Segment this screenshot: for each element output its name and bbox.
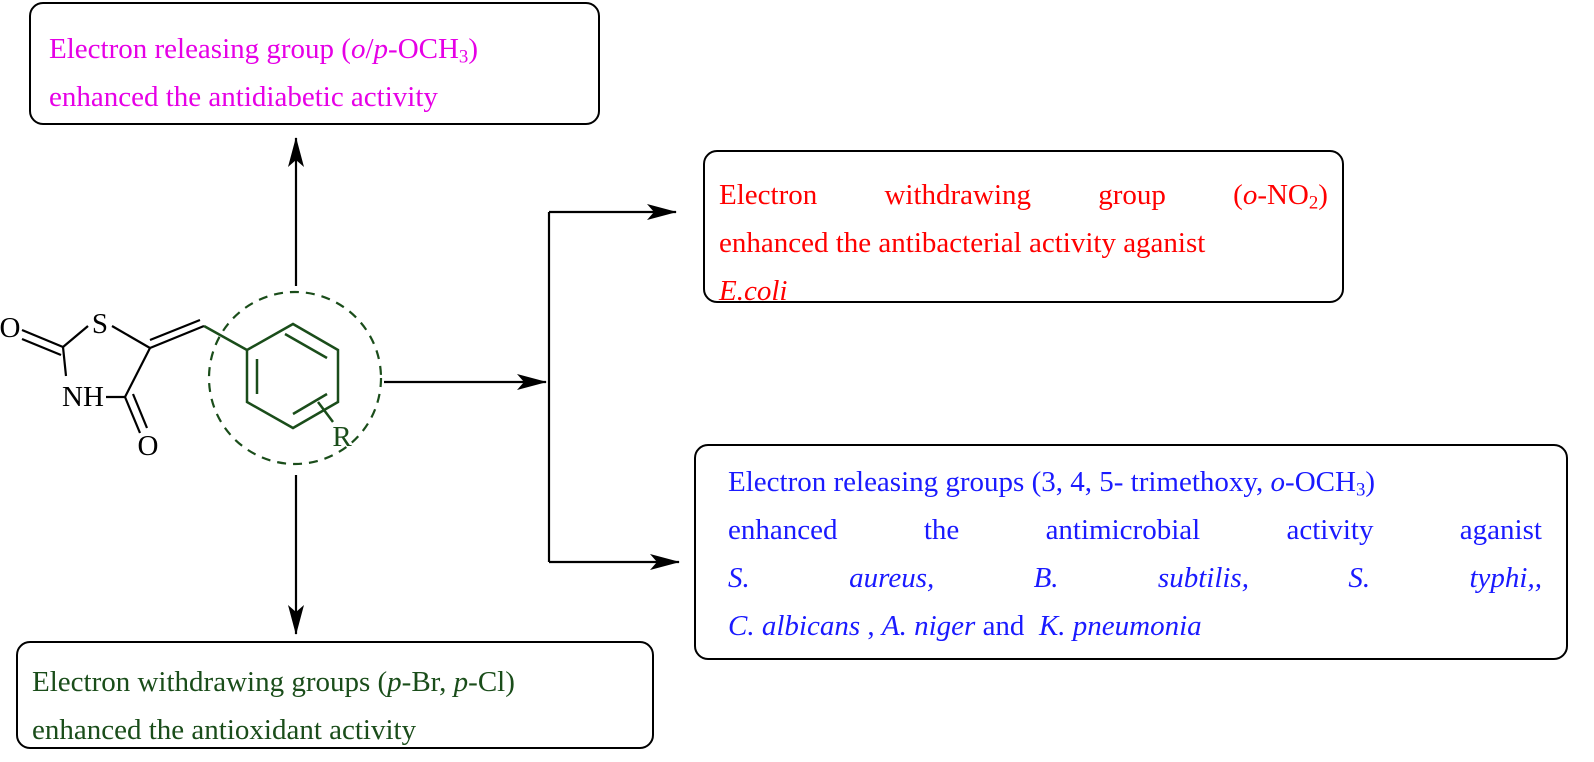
paren-close: ) xyxy=(1318,179,1328,211)
para-text: p xyxy=(453,666,469,698)
organism-k-pneumonia: K. pneumonia xyxy=(1038,610,1202,642)
br-text: -Br, xyxy=(401,666,454,698)
ortho-text: o xyxy=(1270,466,1286,498)
organism-word: B. xyxy=(1033,562,1059,594)
antimicrobial-line-2: enhanced the antimicrobial activity agan… xyxy=(728,506,1542,554)
antimicrobial-box: Electron releasing groups (3, 4, 5- trim… xyxy=(694,444,1568,660)
subscript-3: 3 xyxy=(458,46,469,68)
para-text: p xyxy=(387,666,402,698)
och-text: -OCH xyxy=(1285,466,1356,498)
word-electron: Electron xyxy=(719,179,818,211)
no-text: -NO xyxy=(1257,179,1309,211)
antioxidant-line-2: enhanced the antioxidant activity xyxy=(32,714,417,746)
para-text: p xyxy=(373,33,389,65)
organism-word: aureus, xyxy=(849,562,935,594)
ortho-text: o xyxy=(1242,179,1258,211)
antimicrobial-line-4: C. albicans , A. niger and K. pneumonia xyxy=(728,602,1542,650)
ring-inner-bond-2 xyxy=(292,392,328,416)
bond-c5-ch xyxy=(149,324,205,350)
antibacterial-line-2: enhanced the antibacterial activity agan… xyxy=(719,227,1206,259)
antibacterial-box: Electron withdrawing group (o-NO2) enhan… xyxy=(703,150,1344,307)
ortho-text: o xyxy=(350,33,366,65)
substituent-r-label: R xyxy=(332,421,352,453)
bond-c2-o-double xyxy=(21,337,62,357)
atom-o-bottom-label: O xyxy=(138,430,159,462)
antidiabetic-line-2: enhanced the antidiabetic activity xyxy=(49,81,438,113)
antimicrobial-line-1: Electron releasing groups (3, 4, 5- trim… xyxy=(728,458,1542,506)
benzene-ring xyxy=(245,322,340,430)
antibacterial-line-1: Electron withdrawing group (o-NO2) xyxy=(719,171,1328,219)
organism-a-niger: A. niger xyxy=(881,610,976,642)
bond-c2-s xyxy=(62,325,89,348)
organism-word: S. xyxy=(728,562,750,594)
subscript-2: 2 xyxy=(1308,192,1319,214)
antimicrobial-line-3: S. aureus, B. subtilis, S. typhi,, xyxy=(728,554,1542,602)
antioxidant-box: Electron withdrawing groups (p-Br, p-Cl)… xyxy=(16,641,654,749)
organism-word: S. xyxy=(1348,562,1371,594)
word-group: group xyxy=(1098,179,1166,211)
organism-word: subtilis, xyxy=(1157,562,1249,594)
antibacterial-line-3: E.coli xyxy=(719,275,788,307)
word-the: the xyxy=(923,514,960,546)
arrows xyxy=(288,137,680,635)
bond-s-c5 xyxy=(111,325,151,349)
bond-ring-r xyxy=(317,401,334,423)
word-enhanced: enhanced xyxy=(728,514,838,546)
atom-o-left-label: O xyxy=(0,312,20,344)
word-withdrawing: withdrawing xyxy=(884,179,1032,211)
comma-text: , xyxy=(860,610,882,642)
bond-n-c2 xyxy=(61,346,68,377)
aryl-ring xyxy=(203,290,383,466)
word-antimicrobial: antimicrobial xyxy=(1045,514,1201,546)
och-text: -OCH xyxy=(388,33,459,65)
atom-s-label: S xyxy=(92,308,108,340)
bond-c2-o xyxy=(21,328,64,349)
antidiabetic-line-1: Electron releasing group (o/p-OCH3) xyxy=(49,25,598,73)
antioxidant-text: Electron withdrawing groups ( xyxy=(32,666,388,698)
organism-c-albicans: C. albicans xyxy=(728,610,861,642)
antimicrobial-text: Electron releasing groups (3, 4, 5- trim… xyxy=(728,466,1271,498)
paren-close: ) xyxy=(468,33,479,65)
bond-c5-ch-double xyxy=(149,318,201,342)
antidiabetic-text: Electron releasing group ( xyxy=(49,33,351,65)
thiazolidinedione-core xyxy=(21,318,205,434)
antioxidant-line-1: Electron withdrawing groups (p-Br, p-Cl) xyxy=(32,658,652,706)
no2-group: (o-NO2) xyxy=(1233,171,1328,219)
bond-c5-c4 xyxy=(124,347,151,398)
slash-text: / xyxy=(365,33,374,65)
cl-text: -Cl) xyxy=(468,666,515,698)
word-aganist: aganist xyxy=(1459,514,1542,546)
bond-ch-ring xyxy=(203,324,248,352)
subscript-3: 3 xyxy=(1355,479,1366,501)
atom-nh-label: NH xyxy=(62,381,104,413)
antidiabetic-box: Electron releasing group (o/p-OCH3) enha… xyxy=(29,2,600,125)
word-activity: activity xyxy=(1286,514,1374,546)
ring-inner-bond-1 xyxy=(284,332,328,360)
paren-close: ) xyxy=(1365,466,1376,498)
bond-c4-o xyxy=(123,396,142,434)
bond-c4-o-double xyxy=(131,393,149,429)
and-text: and xyxy=(975,610,1039,642)
variable-site-circle xyxy=(207,290,383,466)
organism-word: typhi,, xyxy=(1469,562,1542,594)
paren-open: ( xyxy=(1233,179,1243,211)
